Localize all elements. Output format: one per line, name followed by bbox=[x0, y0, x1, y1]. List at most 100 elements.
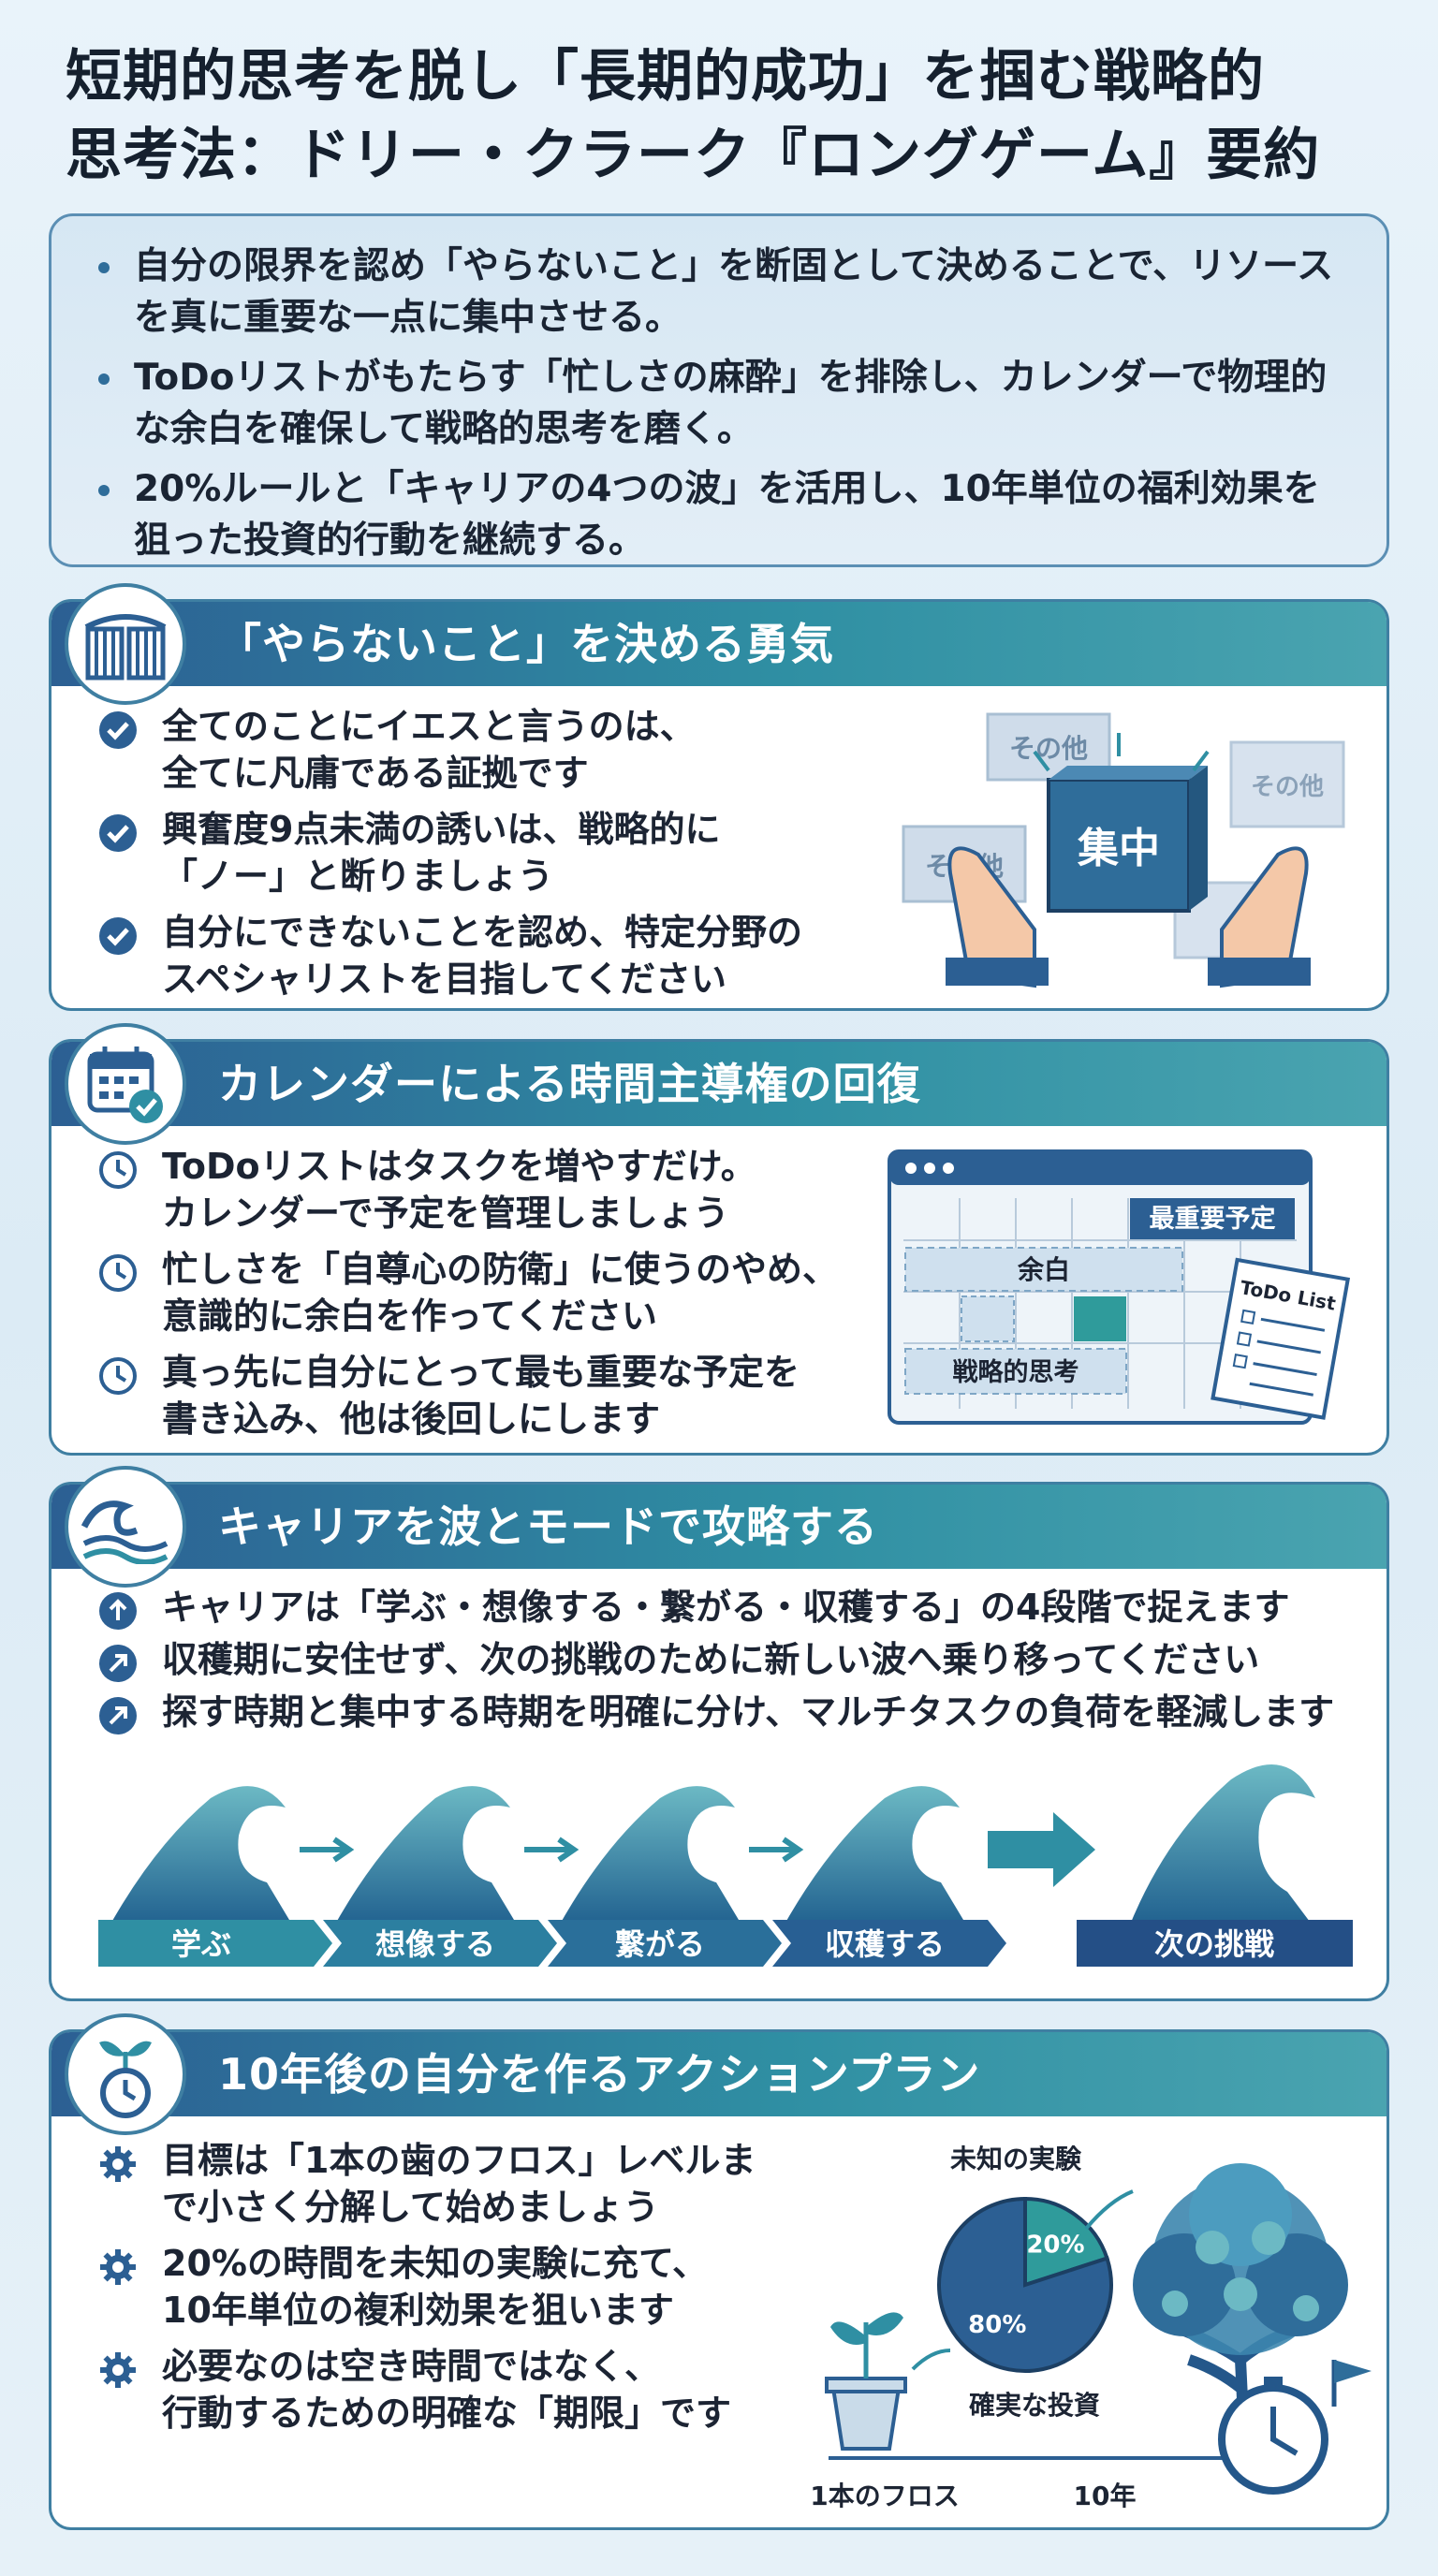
arrow-up-right-circle-icon bbox=[99, 1697, 137, 1734]
left-sleeve bbox=[946, 958, 1049, 986]
clock-icon bbox=[99, 1254, 137, 1292]
left-hand bbox=[947, 846, 1036, 988]
arrow-up-circle-icon bbox=[99, 1592, 137, 1630]
priority-block bbox=[1130, 1198, 1295, 1239]
calendar-illustration: 最重要予定 余白 戦略的思考 ToDo List bbox=[888, 1149, 1351, 1425]
summary-bullet: 20%ルールと「キャリアの4つの波」を活用し、10年単位の福利効果を狙った投資的… bbox=[89, 463, 1349, 566]
item-list: 全てのことにイエスと言うのは、 全てに凡庸である証拠です 興奮度9点未満の誘いは… bbox=[98, 703, 802, 1012]
pie-slice-label: 80% bbox=[968, 2311, 1026, 2339]
wave-shape bbox=[332, 1786, 520, 1929]
growth-arrow-icon bbox=[911, 2349, 951, 2371]
clock-icon bbox=[99, 1151, 137, 1189]
cube-top bbox=[1049, 766, 1208, 780]
item-text: 意識的に余白を作ってください bbox=[162, 1295, 657, 1337]
gear-icon bbox=[100, 2352, 136, 2388]
margin-cell bbox=[961, 1295, 1015, 1342]
item-text: スペシャリストを目指してください bbox=[162, 959, 727, 1000]
item-text: 書き込み、他は後回しにします bbox=[162, 1398, 661, 1440]
wave-shape bbox=[557, 1786, 744, 1929]
list-item: 探す時期と集中する時期を明確に分け、マルチタスクの負荷を軽減します bbox=[98, 1689, 1334, 1735]
priority-label: 最重要予定 bbox=[1150, 1204, 1276, 1234]
next-challenge-bar bbox=[1077, 1920, 1353, 1967]
item-text: 必要なのは空き時間ではなく、 bbox=[162, 2346, 661, 2387]
item-list: 目標は「1本の歯のフロス」レベルま で小さく分解して始めましょう 20%の時間を… bbox=[98, 2137, 756, 2446]
stage-chevron bbox=[548, 1920, 782, 1967]
other-label: その他 bbox=[1009, 733, 1088, 764]
clock-icon bbox=[99, 1357, 137, 1395]
list-item: 必要なのは空き時間ではなく、 行動するための明確な「期限」です bbox=[98, 2343, 756, 2437]
focus-label: 集中 bbox=[1077, 825, 1160, 872]
item-text: 10年単位の複利効果を狙います bbox=[162, 2290, 674, 2331]
summary-box: 自分の限界を認め「やらないこと」を断固として決めることで、リソースを真に重要な一… bbox=[49, 213, 1389, 567]
list-item: 真っ先に自分にとって最も重要な予定を 書き込み、他は後回しにします bbox=[98, 1349, 838, 1442]
gate-icon bbox=[65, 583, 186, 705]
stage-chevron bbox=[772, 1920, 1006, 1967]
item-text: 探す時期と集中する時期を明確に分け、マルチタスクの負荷を軽減します bbox=[162, 1691, 1335, 1733]
gear-icon bbox=[100, 2146, 136, 2182]
item-text: 真っ先に自分にとって最も重要な予定を bbox=[162, 1352, 800, 1393]
item-text: 全てに凡庸である証拠です bbox=[162, 753, 589, 794]
page-title: 短期的思考を脱し「長期的成功」を掴む戦略的 思考法：ドリー・クラーク『ロングゲー… bbox=[66, 37, 1395, 195]
list-item: キャリアは「学ぶ・想像する・繋がる・収穫する」の4段階で捉えます bbox=[98, 1584, 1334, 1631]
accent-cell bbox=[1074, 1296, 1126, 1341]
item-text: 収穫期に安住せず、次の挑戦のために新しい波へ乗り移ってください bbox=[162, 1639, 1260, 1680]
sprout-clock-icon bbox=[65, 2013, 186, 2135]
page-title-line-1: 短期的思考を脱し「長期的成功」を掴む戦略的 bbox=[66, 44, 1265, 110]
list-item: 自分にできないことを認め、特定分野の スペシャリストを目指してください bbox=[98, 909, 802, 1003]
strategy-label: 戦略的思考 bbox=[953, 1357, 1079, 1387]
list-item: 20%の時間を未知の実験に充て、 10年単位の複利効果を狙います bbox=[98, 2240, 756, 2334]
calendar-titlebar bbox=[889, 1151, 1311, 1185]
wave-shape bbox=[782, 1786, 969, 1929]
summary-bullet: 自分の限界を認め「やらないこと」を断固として決めることで、リソースを真に重要な一… bbox=[89, 241, 1349, 344]
pie-chart: 20%80% bbox=[937, 2196, 1113, 2373]
arrow-icon bbox=[300, 1837, 355, 1863]
career-waves-diagram: 学ぶ 想像する 繋がる 収穫する 次の挑戦 bbox=[98, 1764, 1353, 1967]
section-title: 10年後の自分を作るアクションプラン bbox=[218, 2049, 981, 2100]
arrow-up-right-circle-icon bbox=[99, 1645, 137, 1682]
stopwatch-icon bbox=[1218, 2360, 1372, 2495]
item-text: 興奮度9点未満の誘いは、戦略的に bbox=[162, 809, 721, 850]
calendar-check-icon bbox=[65, 1023, 186, 1145]
section-title: カレンダーによる時間主導権の回復 bbox=[218, 1059, 921, 1109]
section-career-waves: キャリアを波とモードで攻略する キャリアは「学ぶ・想像する・繋がる・収穫する」の… bbox=[49, 1466, 1389, 2001]
stage-chevron bbox=[323, 1920, 557, 1967]
focus-cube bbox=[1047, 778, 1191, 913]
item-text: 目標は「1本の歯のフロス」レベルま bbox=[162, 2140, 756, 2181]
timeline-end-label: 10年 bbox=[1074, 2481, 1137, 2511]
page-title-line-2: 思考法：ドリー・クラーク『ロングゲーム』要約 bbox=[66, 123, 1321, 188]
list-item: 目標は「1本の歯のフロス」レベルま で小さく分解して始めましょう bbox=[98, 2137, 756, 2231]
todo-list-paper: ToDo List bbox=[1211, 1257, 1351, 1420]
stage-label: 想像する bbox=[375, 1926, 495, 1962]
section-action-plan: 10年後の自分を作るアクションプラン 目標は「1本の歯のフロス」レベルま で小さ… bbox=[49, 2013, 1389, 2530]
item-text: 全てのことにイエスと言うのは、 bbox=[162, 706, 696, 747]
pie-bottom-label: 確実な投資 bbox=[969, 2390, 1100, 2421]
wave-icon bbox=[65, 1466, 186, 1588]
stage-label: 次の挑戦 bbox=[1154, 1926, 1274, 1962]
item-text: 忙しさを「自尊心の防衛」に使うのやめ、 bbox=[162, 1249, 839, 1290]
pie-slice bbox=[937, 2196, 1113, 2373]
section-header bbox=[51, 602, 1387, 686]
summary-bullet: ToDoリストがもたらす「忙しさの麻酔」を排除し、カレンダーで物理的な余白を確保… bbox=[89, 352, 1349, 455]
summary-list: 自分の限界を認め「やらないこと」を断固として決めることで、リソースを真に重要な一… bbox=[89, 241, 1349, 566]
right-sleeve bbox=[1208, 958, 1311, 986]
section-header bbox=[51, 1485, 1387, 1569]
strategy-block bbox=[904, 1348, 1127, 1395]
pie-top-label: 未知の実験 bbox=[950, 2144, 1082, 2174]
gear-icon bbox=[100, 2249, 136, 2285]
list-item: 忙しさを「自尊心の防衛」に使うのやめ、 意識的に余白を作ってください bbox=[98, 1246, 838, 1339]
other-label: その他 bbox=[1251, 773, 1324, 801]
emphasis-line bbox=[1033, 750, 1050, 772]
window-dot bbox=[943, 1163, 954, 1174]
item-text: 行動するための明確な「期限」です bbox=[162, 2393, 732, 2434]
check-circle-icon bbox=[99, 814, 137, 852]
other-box bbox=[1229, 740, 1345, 828]
stage-chevron bbox=[98, 1920, 332, 1967]
big-arrow-icon bbox=[988, 1812, 1095, 1887]
cube-side bbox=[1189, 766, 1208, 911]
sprout-pot-icon bbox=[825, 2312, 907, 2451]
list-item: 全てのことにイエスと言うのは、 全てに凡庸である証拠です bbox=[98, 703, 802, 797]
margin-block bbox=[904, 1247, 1183, 1292]
focus-illustration: その他 その他 その他 集中 bbox=[902, 712, 1345, 988]
window-dot bbox=[924, 1163, 935, 1174]
item-text: 20%の時間を未知の実験に充て、 bbox=[162, 2243, 709, 2284]
